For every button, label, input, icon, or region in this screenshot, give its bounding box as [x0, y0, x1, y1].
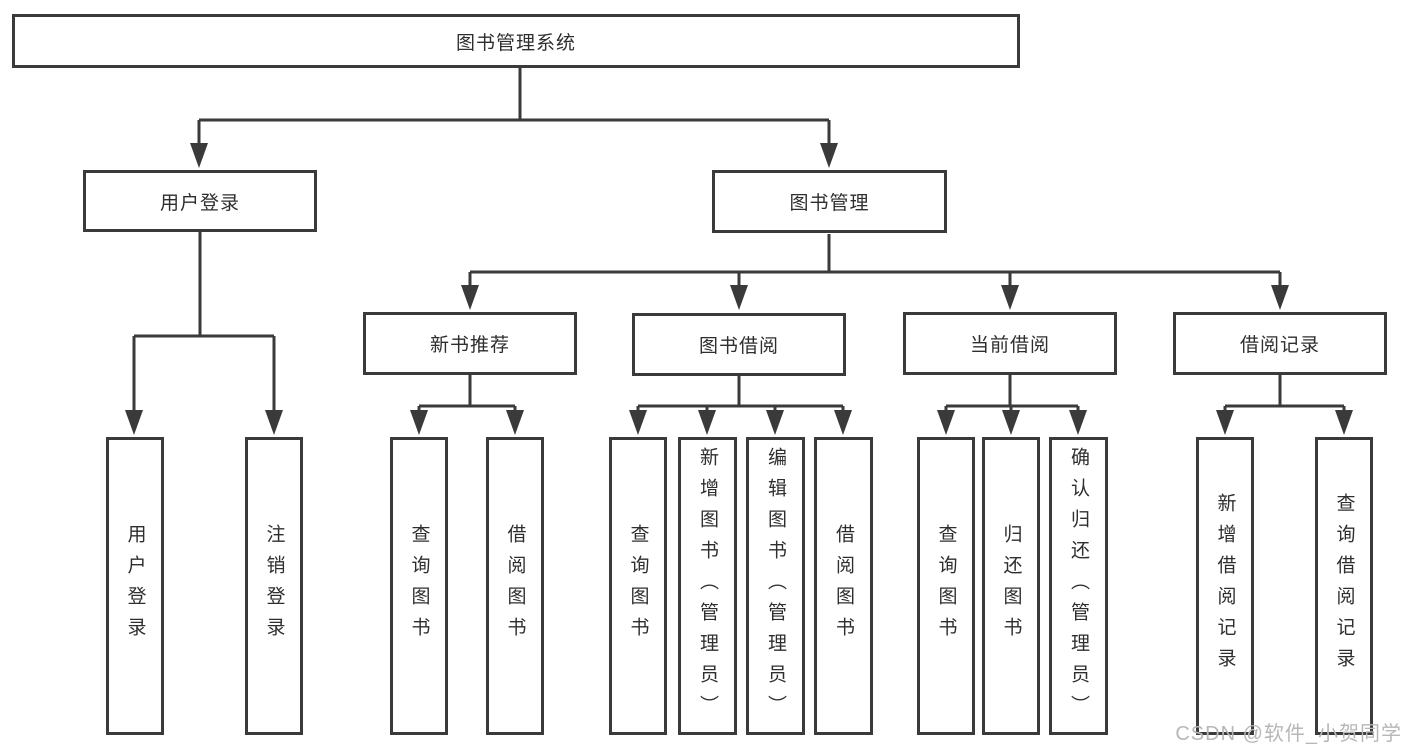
leaf-recommend-borrow-books: 借阅图书 [486, 437, 544, 735]
leaf-label: 查询图书 [408, 524, 430, 648]
leaf-borrow-edit-books-admin: 编辑图书（管理员） [746, 437, 805, 735]
node-label: 图书借阅 [698, 336, 779, 357]
leaf-label: 查询图书 [935, 524, 957, 648]
node-label: 新书推荐 [429, 335, 510, 356]
node-label: 借阅记录 [1239, 335, 1320, 356]
node-label: 用户登录 [159, 192, 240, 214]
leaf-current-confirm-return-admin: 确认归还（管理员） [1049, 437, 1108, 735]
leaf-logout: 注销登录 [245, 437, 303, 735]
leaf-borrow-add-books-admin: 新增图书（管理员） [678, 437, 737, 735]
leaf-recommend-query-books: 查询图书 [390, 437, 448, 735]
leaf-label: 新增借阅记录 [1214, 493, 1236, 679]
leaf-records-query-borrow-record: 查询借阅记录 [1315, 437, 1373, 735]
leaf-label: 确认归还（管理员） [1068, 446, 1089, 726]
node-book-borrowing: 图书借阅 [632, 313, 846, 376]
leaf-label: 查询图书 [627, 524, 649, 648]
leaf-records-add-borrow-record: 新增借阅记录 [1196, 437, 1254, 735]
leaf-label: 借阅图书 [504, 524, 526, 648]
node-current-borrowing: 当前借阅 [903, 312, 1117, 375]
arrow-down-icon [125, 143, 1353, 435]
leaf-current-query-books: 查询图书 [917, 437, 975, 735]
node-library-management-system: 图书管理系统 [12, 14, 1020, 68]
leaf-borrow-query-books: 查询图书 [609, 437, 667, 735]
leaf-label: 编辑图书（管理员） [765, 446, 786, 726]
node-user-login: 用户登录 [83, 170, 317, 232]
leaf-label: 用户登录 [124, 524, 146, 648]
node-borrowing-records: 借阅记录 [1173, 312, 1387, 375]
node-new-book-recommendation: 新书推荐 [363, 312, 577, 375]
leaf-user-login: 用户登录 [106, 437, 164, 735]
node-book-management: 图书管理 [712, 170, 947, 233]
leaf-label: 查询借阅记录 [1333, 493, 1355, 679]
node-label: 图书管理 [789, 193, 870, 214]
node-label: 图书管理系统 [455, 32, 576, 54]
leaf-borrow-borrow-books: 借阅图书 [814, 437, 873, 735]
csdn-watermark: CSDN @软件_小贺同学 [1175, 723, 1402, 745]
leaf-current-return-books: 归还图书 [982, 437, 1040, 735]
leaf-label: 借阅图书 [833, 524, 854, 648]
node-label: 当前借阅 [969, 335, 1050, 356]
leaf-label: 归还图书 [1000, 524, 1022, 648]
leaf-label: 注销登录 [263, 524, 285, 648]
leaf-label: 新增图书（管理员） [697, 446, 718, 726]
